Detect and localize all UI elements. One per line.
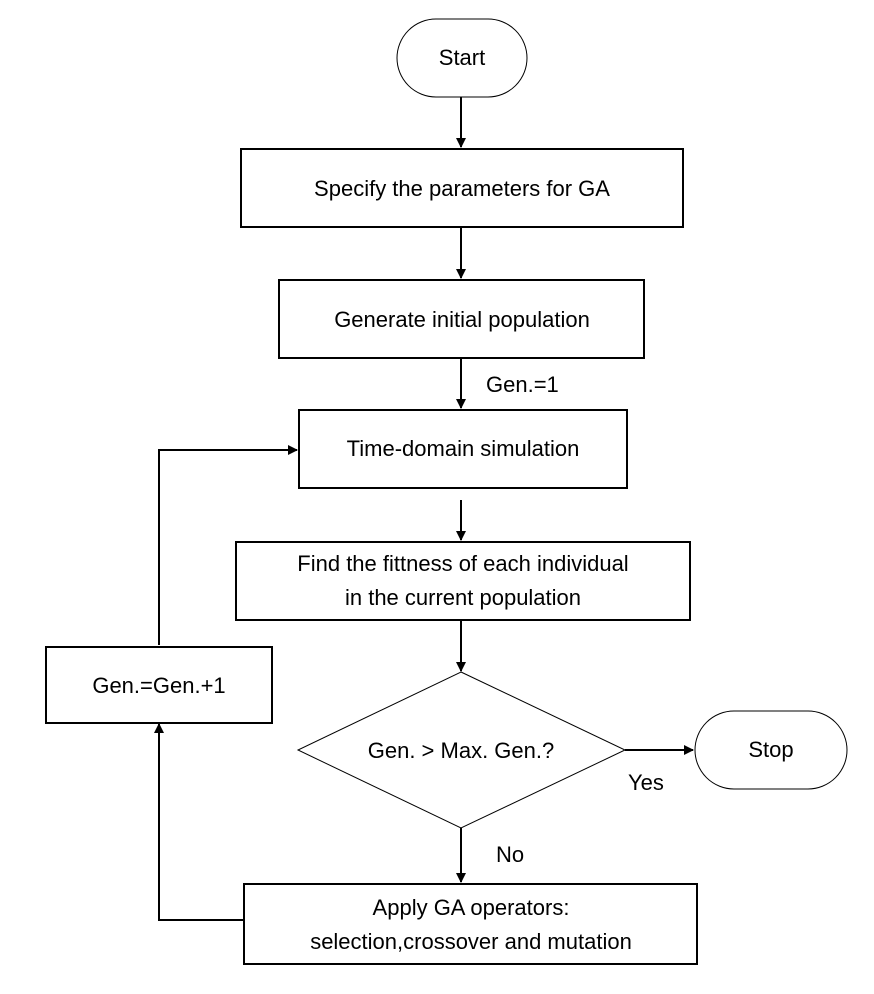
edges [154, 97, 694, 921]
edge-increment-to-simulation [158, 445, 298, 645]
simulation-box: Time-domain simulation [298, 409, 628, 489]
increment-box: Gen.=Gen.+1 [45, 646, 273, 724]
generate-population-box: Generate initial population [278, 279, 645, 359]
operators-box: Apply GA operators: selection,crossover … [243, 883, 698, 965]
operators-label-line2: selection,crossover and mutation [310, 929, 632, 954]
fitness-label-line2: in the current population [345, 585, 581, 610]
fitness-label-line1: Find the fittness of each individual [297, 551, 628, 576]
simulation-label: Time-domain simulation [347, 436, 580, 461]
stop-label: Stop [748, 737, 793, 762]
fitness-box: Find the fittness of each individual in … [235, 541, 691, 621]
decision-label: Gen. > Max. Gen.? [368, 738, 554, 763]
start-terminal: Start [396, 18, 528, 98]
generate-population-label: Generate initial population [334, 307, 590, 332]
increment-label: Gen.=Gen.+1 [92, 673, 225, 698]
specify-parameters-label: Specify the parameters for GA [314, 176, 610, 201]
stop-terminal: Stop [694, 710, 848, 790]
no-label: No [496, 842, 524, 867]
edge-operators-to-increment [154, 723, 243, 921]
start-label: Start [439, 45, 485, 70]
decision-diamond: Gen. > Max. Gen.? [296, 671, 627, 829]
gen-init-label: Gen.=1 [486, 372, 559, 397]
specify-parameters-box: Specify the parameters for GA [240, 148, 684, 228]
yes-label: Yes [628, 770, 664, 795]
operators-label-line1: Apply GA operators: [373, 895, 570, 920]
